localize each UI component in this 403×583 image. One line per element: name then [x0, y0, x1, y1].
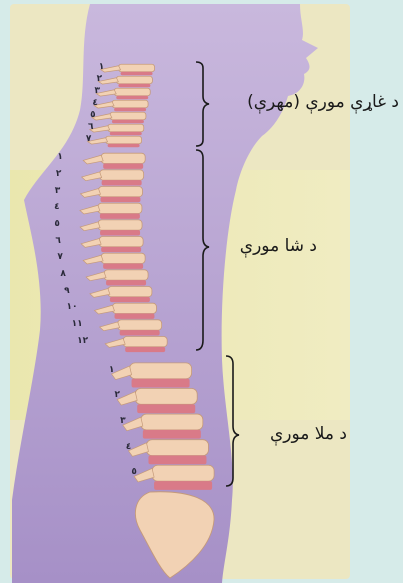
vertebra-body: [99, 237, 143, 247]
vertebra-number: ٧: [84, 134, 94, 144]
thoracic-label: د شا مورې: [240, 236, 317, 256]
vertebra-body: [135, 388, 197, 404]
intervertebral-disc: [103, 264, 143, 269]
vertebra-body: [152, 465, 214, 481]
vertebra-body: [108, 124, 144, 131]
vertebra-body: [108, 287, 152, 297]
vertebra-number: ١: [97, 62, 107, 72]
vertebra-number: ١: [55, 152, 65, 162]
vertebra-number: ١: [107, 365, 117, 375]
intervertebral-disc: [120, 330, 160, 335]
vertebra-body: [98, 203, 142, 213]
vertebra-body: [98, 220, 142, 230]
lumbar-label: د ملا مورې: [270, 424, 347, 444]
intervertebral-disc: [137, 404, 195, 413]
intervertebral-disc: [121, 72, 153, 76]
intervertebral-disc: [125, 347, 165, 352]
intervertebral-disc: [143, 430, 201, 439]
vertebra-body: [118, 320, 162, 330]
intervertebral-disc: [114, 108, 146, 112]
vertebra-body: [101, 253, 145, 263]
intervertebral-disc: [100, 214, 140, 219]
vertebra-body: [112, 303, 156, 313]
intervertebral-disc: [103, 164, 143, 169]
cervical-label: د غاړې مورې (مهرې): [247, 92, 399, 112]
intervertebral-disc: [116, 96, 148, 100]
vertebra-number: ٣: [118, 416, 128, 426]
intervertebral-disc: [112, 120, 144, 124]
intervertebral-disc: [110, 297, 150, 302]
intervertebral-disc: [154, 481, 212, 490]
vertebra-body: [116, 76, 152, 83]
vertebra-number: ٢: [94, 74, 104, 84]
vertebra-body: [112, 100, 148, 107]
intervertebral-disc: [106, 280, 146, 285]
vertebra-number: ١١: [72, 319, 82, 329]
intervertebral-disc: [100, 230, 140, 235]
vertebra-body: [100, 170, 144, 180]
vertebra-number: ٣: [92, 86, 102, 96]
vertebra-number: ٦: [86, 122, 96, 132]
vertebra-number: ٣: [52, 186, 62, 196]
vertebra-number: ١٢: [77, 336, 87, 346]
vertebra-number: ٢: [112, 390, 122, 400]
intervertebral-disc: [110, 132, 142, 136]
vertebra-number: ٨: [58, 269, 68, 279]
vertebra-number: ٦: [53, 236, 63, 246]
vertebra-body: [123, 337, 167, 347]
vertebra-body: [130, 363, 192, 379]
vertebra-number: ٧: [55, 252, 65, 262]
vertebra-number: ٥: [88, 110, 98, 120]
vertebra-body: [146, 440, 208, 456]
vertebra-number: ٥: [52, 219, 62, 229]
vertebra-body: [119, 64, 155, 71]
vertebra-number: ٩: [62, 286, 72, 296]
intervertebral-disc: [114, 314, 154, 319]
intervertebral-disc: [100, 197, 140, 202]
intervertebral-disc: [132, 379, 190, 388]
vertebra-body: [110, 112, 146, 119]
vertebra-number: ٤: [90, 98, 100, 108]
intervertebral-disc: [102, 180, 142, 185]
vertebra-number: ٤: [52, 202, 62, 212]
intervertebral-disc: [148, 456, 206, 465]
vertebra-number: ٥: [129, 467, 139, 477]
vertebra-number: ٤: [123, 442, 133, 452]
vertebra-number: ٢: [54, 169, 64, 179]
vertebra-body: [104, 270, 148, 280]
vertebra-body: [114, 88, 150, 95]
intervertebral-disc: [118, 84, 150, 88]
vertebra-body: [98, 187, 142, 197]
intervertebral-disc: [108, 144, 140, 148]
vertebra-body: [141, 414, 203, 430]
vertebra-number: ١٠: [66, 302, 76, 312]
intervertebral-disc: [101, 247, 141, 252]
vertebra-body: [106, 136, 142, 143]
vertebra-body: [101, 153, 145, 163]
